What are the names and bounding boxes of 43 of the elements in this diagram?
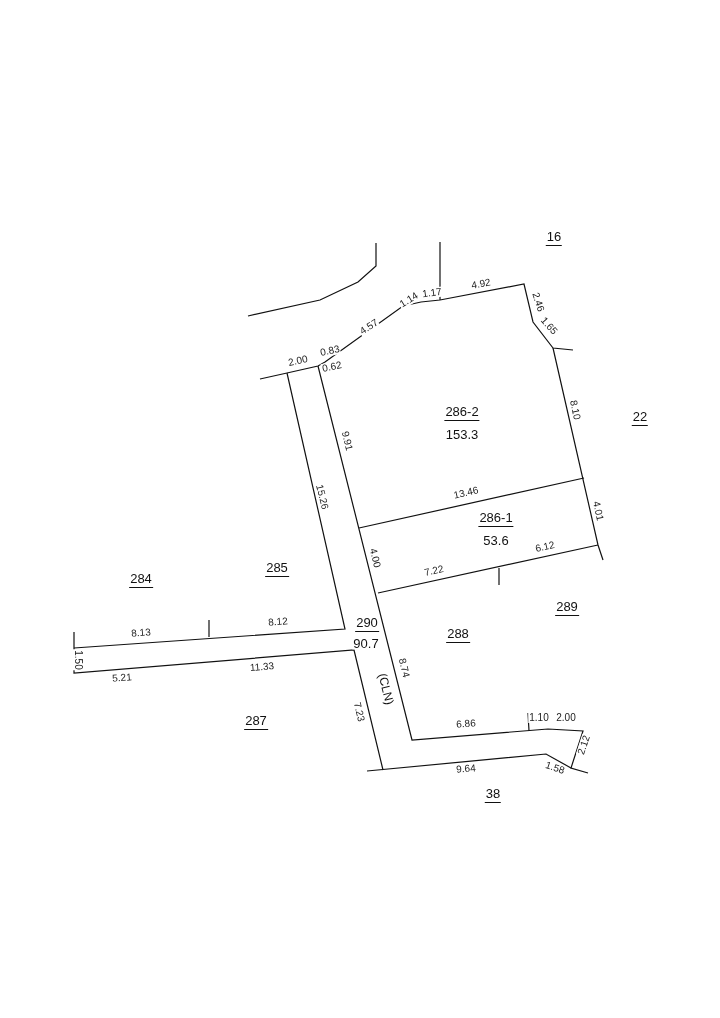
dimension-label: 4.00 bbox=[367, 546, 383, 570]
parcel-number: 286-2 bbox=[444, 405, 480, 421]
parcel-area: 90.7 bbox=[352, 636, 380, 650]
dimension-label: 7.23 bbox=[351, 700, 367, 724]
dimension-label: 0.62 bbox=[320, 359, 344, 375]
parcel-number: 289 bbox=[555, 600, 579, 616]
dimension-label: 0.83 bbox=[318, 343, 342, 359]
dimension-label: 9.64 bbox=[454, 763, 478, 775]
dimension-label: 4.92 bbox=[469, 277, 493, 291]
dimension-label: 2.00 bbox=[286, 353, 310, 369]
parcel-area: 53.6 bbox=[482, 533, 510, 547]
dimension-label: 1.14 bbox=[397, 290, 421, 310]
parcel-number: 286-1 bbox=[478, 511, 514, 527]
parcel-number: 290 bbox=[355, 616, 379, 632]
parcel-number: 285 bbox=[265, 561, 289, 577]
parcel-number: 38 bbox=[484, 787, 502, 803]
dimension-label: 7.22 bbox=[422, 563, 446, 579]
dimension-label: 4.01 bbox=[590, 499, 606, 523]
parcel-number: 22 bbox=[631, 410, 649, 426]
dimension-label: 8.74 bbox=[396, 656, 412, 680]
dimension-label: 11.33 bbox=[248, 660, 276, 674]
dimension-label: 8.10 bbox=[567, 398, 583, 422]
dimension-label: 1.58 bbox=[543, 759, 567, 777]
parcel-number: 288 bbox=[446, 627, 470, 643]
dimension-label: 2.46 bbox=[529, 290, 547, 314]
dimension-label: 15.26 bbox=[313, 482, 331, 512]
dimension-label: 5.21 bbox=[110, 672, 134, 684]
dimension-label: 6.12 bbox=[533, 539, 557, 555]
parcel-number: 16 bbox=[545, 230, 563, 246]
dimension-label: 8.12 bbox=[266, 616, 290, 628]
dimension-label: 6.86 bbox=[454, 718, 478, 730]
dimension-label: 8.13 bbox=[129, 627, 153, 639]
dimension-label: 9.91 bbox=[339, 429, 355, 453]
parcel-number: 287 bbox=[244, 714, 268, 730]
parcel-number: 284 bbox=[129, 572, 153, 588]
dimension-label: 2.12 bbox=[575, 733, 593, 757]
dimension-label: 1.17 bbox=[420, 286, 444, 300]
dimension-label: 1.50 bbox=[73, 649, 83, 671]
dimension-label: 1.10 bbox=[528, 713, 550, 723]
dimension-label: 13.46 bbox=[451, 485, 481, 501]
land-use-code: (CLN) bbox=[376, 671, 396, 707]
dimension-label: 2.00 bbox=[555, 713, 577, 723]
parcel-area: 153.3 bbox=[444, 427, 480, 441]
